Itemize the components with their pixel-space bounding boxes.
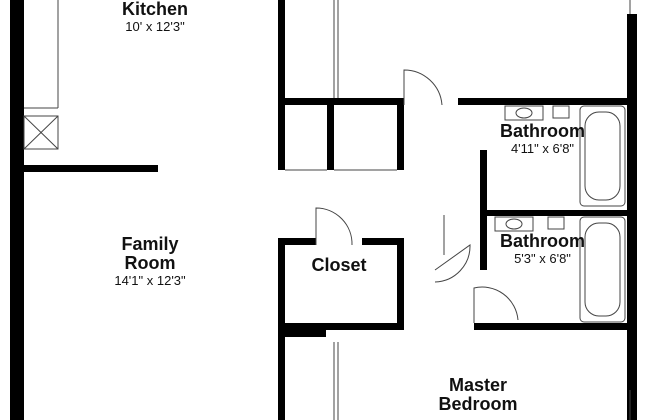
wall-kitchen-divider: [24, 165, 158, 172]
family-room-name-line2: Room: [124, 252, 176, 273]
sliding-doors: [285, 0, 397, 420]
bathroom-2-name: Bathroom: [500, 231, 585, 251]
wall-hall-top-right: [458, 98, 630, 105]
kitchen-label: Kitchen 10' x 12'3": [80, 0, 230, 34]
wall-bath-bottom: [474, 323, 630, 330]
bath2-vanity: [494, 216, 534, 232]
closet-label: Closet: [290, 256, 388, 275]
wall-bath-divider: [487, 210, 627, 216]
bath1-tub: [579, 105, 626, 207]
master-bedroom-label: Master Bedroom: [418, 376, 538, 414]
bathroom-1-name: Bathroom: [500, 121, 585, 141]
wall-closet-bottom: [278, 323, 404, 330]
bath1-vanity: [504, 105, 544, 121]
bathroom-2-dimensions: 5'3" x 6'8": [514, 250, 571, 266]
walls: [10, 0, 637, 420]
bath-fixtures: [494, 105, 626, 323]
wall-linen-right: [397, 98, 404, 170]
bathroom-1-label: Bathroom 4'11" x 6'8": [485, 122, 600, 156]
wall-linen-mid: [327, 98, 334, 170]
wall-closet-top-right: [362, 238, 404, 245]
family-room-name-line1: Family: [121, 234, 179, 254]
wall-bedroom-corner: [278, 323, 326, 337]
wall-linen-left: [278, 98, 285, 170]
wall-left-exterior: [10, 0, 24, 420]
door-swings: [315, 69, 519, 323]
master-bedroom-name-line2: Bedroom: [438, 393, 518, 414]
bath2-tub: [579, 216, 626, 323]
family-room-label: Family Room 14'1" x 12'3": [75, 235, 225, 287]
family-room-dimensions: 14'1" x 12'3": [114, 272, 186, 288]
bathroom-2-label: Bathroom 5'3" x 6'8": [485, 232, 600, 266]
kitchen-counter: [23, 0, 59, 150]
kitchen-name: Kitchen: [121, 0, 188, 19]
master-bedroom-name-line1: Master: [448, 375, 508, 395]
bathroom-1-dimensions: 4'11" x 6'8": [510, 140, 575, 156]
kitchen-dimensions: 10' x 12'3": [125, 18, 185, 34]
wall-closet-right: [397, 238, 404, 330]
wall-closet-top-left: [278, 238, 316, 245]
wall-center-upper: [278, 0, 285, 98]
closet-name: Closet: [311, 255, 367, 275]
wall-bath-west: [480, 150, 487, 270]
wall-hall-top-left: [278, 98, 404, 105]
wall-right-exterior: [627, 14, 637, 420]
